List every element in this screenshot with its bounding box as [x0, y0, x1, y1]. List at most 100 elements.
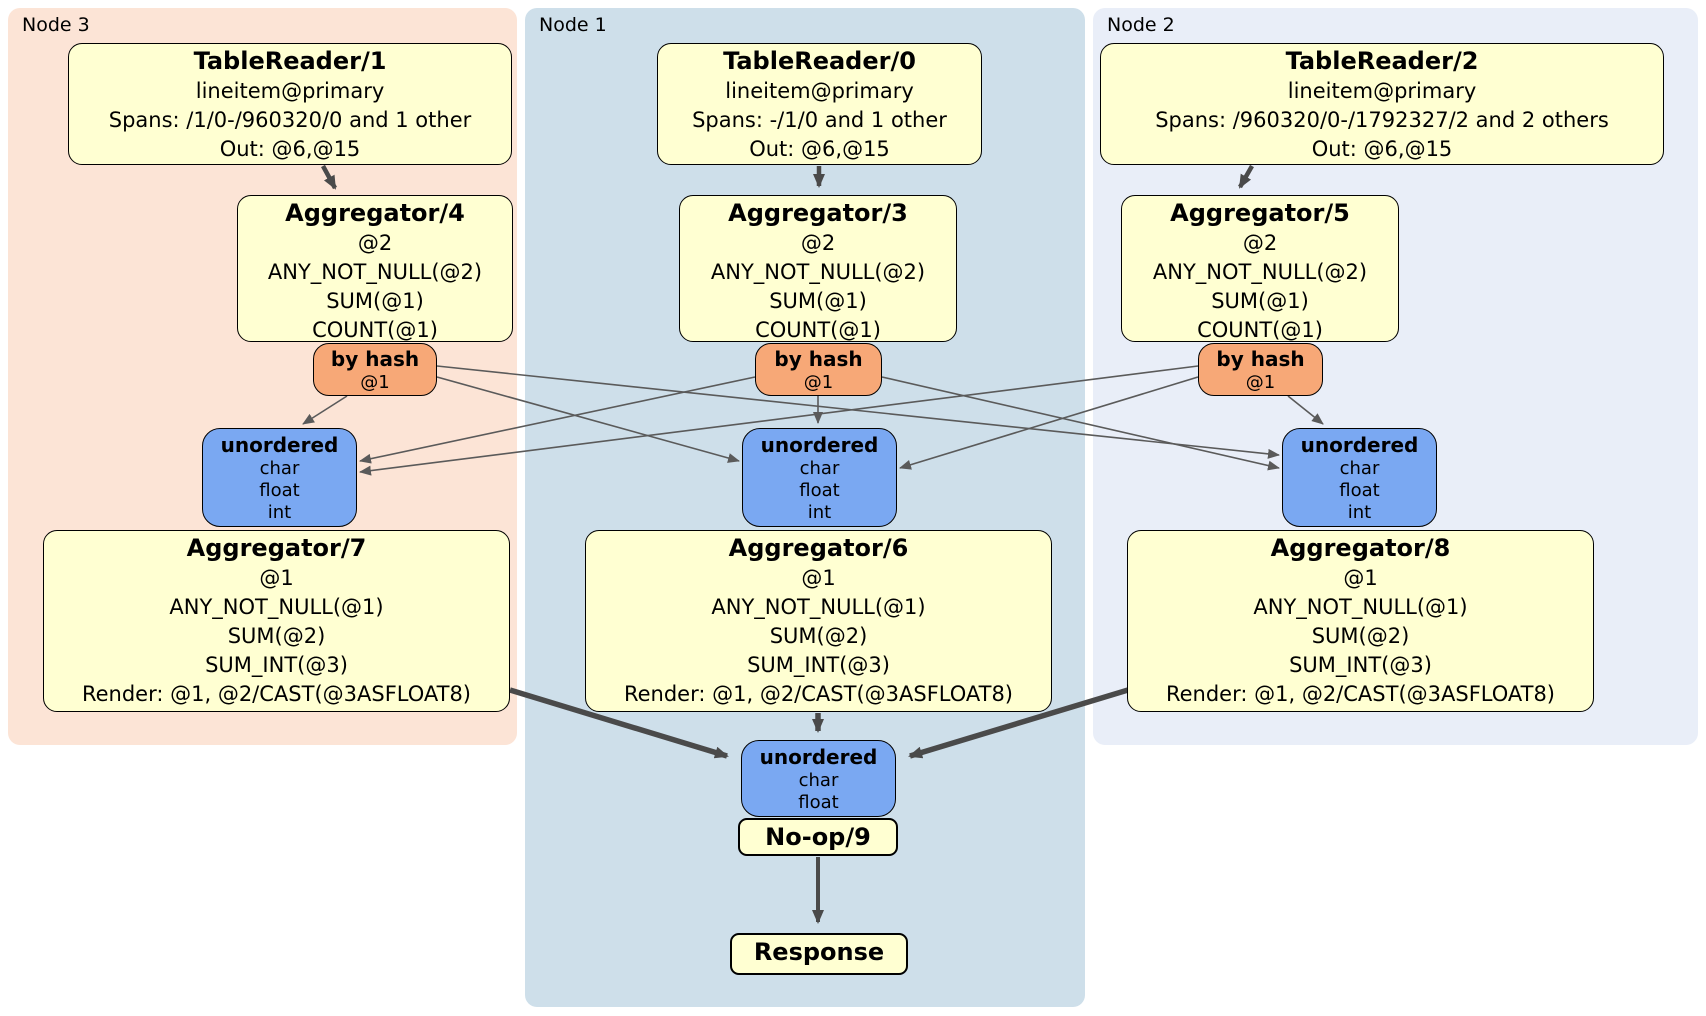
- region-label-node2: Node 2: [1107, 14, 1175, 36]
- edge-hash2-sync1: [899, 376, 1199, 470]
- box-line: char: [1339, 458, 1380, 479]
- sync-title: unordered: [760, 433, 879, 457]
- router-title: by hash: [774, 347, 863, 371]
- edge-hash3-sync2: [436, 365, 1280, 459]
- box-line: Out: @6,@15: [219, 137, 361, 161]
- box-line: float: [259, 480, 300, 501]
- box-line: COUNT(@1): [312, 318, 438, 342]
- processor-title: Aggregator/4: [285, 199, 465, 227]
- box-line: @1: [1245, 372, 1276, 393]
- box-line: COUNT(@1): [1197, 318, 1323, 342]
- box-line: int: [1347, 502, 1372, 523]
- box-line: @1: [801, 566, 836, 590]
- box-line: float: [1339, 480, 1380, 501]
- edge-tablereader2-aggregator5: [1238, 164, 1254, 189]
- box-line: ANY_NOT_NULL(@1): [1253, 595, 1468, 619]
- box-line: @1: [1343, 566, 1378, 590]
- processor-title: Response: [753, 938, 885, 966]
- box-line: lineitem@primary: [1287, 79, 1477, 103]
- box-line: SUM(@2): [227, 624, 326, 648]
- box-line: SUM(@1): [769, 289, 867, 313]
- processor-title: Aggregator/7: [186, 534, 367, 562]
- edge-aggregator8-finalsync: [908, 687, 1129, 759]
- box-line: Render: @1, @2/CAST(@3ASFLOAT8): [81, 682, 472, 706]
- box-line: @2: [1242, 231, 1278, 255]
- edge-hash1-sync2: [881, 376, 1280, 471]
- box-line: lineitem@primary: [725, 79, 914, 103]
- box-line: SUM(@1): [1211, 289, 1309, 313]
- box-line: char: [259, 458, 300, 479]
- router-title: by hash: [330, 347, 420, 371]
- box-line: ANY_NOT_NULL(@2): [1152, 260, 1368, 284]
- box-line: Out: @6,@15: [1311, 137, 1453, 161]
- router-by-hash-node3: by hash @1: [313, 343, 437, 396]
- box-line: @2: [357, 231, 393, 255]
- box-line: Out: @6,@15: [749, 137, 890, 161]
- processor-title: TableReader/1: [193, 47, 387, 75]
- box-line: char: [799, 458, 840, 479]
- processor-response: Response: [730, 933, 908, 975]
- processor-title: Aggregator/3: [728, 199, 908, 227]
- region-label-node3: Node 3: [22, 14, 90, 36]
- box-line: int: [267, 502, 292, 523]
- processor-title: TableReader/2: [1285, 47, 1479, 75]
- edge-hash3-sync1: [436, 376, 740, 463]
- box-line: Spans: /1/0-/960320/0 and 1 other: [108, 108, 472, 132]
- edge-hash3-sync3: [302, 395, 348, 425]
- box-line: lineitem@primary: [195, 79, 385, 103]
- box-line: @1: [803, 372, 834, 393]
- box-line: char: [798, 770, 839, 791]
- processor-title: Aggregator/5: [1170, 199, 1350, 227]
- box-line: Render: @1, @2/CAST(@3ASFLOAT8): [623, 682, 1014, 706]
- box-line: int: [807, 502, 832, 523]
- processor-title: Aggregator/6: [728, 534, 909, 562]
- box-line: Render: @1, @2/CAST(@3ASFLOAT8): [1165, 682, 1556, 706]
- box-line: SUM_INT(@3): [747, 653, 890, 677]
- box-line: @1: [259, 566, 294, 590]
- box-line: float: [799, 480, 840, 501]
- router-by-hash-node1: by hash @1: [755, 343, 882, 396]
- box-line: @1: [360, 372, 390, 393]
- box-line: Spans: /960320/0-/1792327/2 and 2 others: [1155, 108, 1609, 132]
- box-line: SUM(@1): [326, 289, 424, 313]
- processor-title: No-op/9: [765, 823, 871, 851]
- box-line: ANY_NOT_NULL(@1): [169, 595, 384, 619]
- processor-title: Aggregator/8: [1270, 534, 1451, 562]
- box-line: SUM_INT(@3): [205, 653, 348, 677]
- edge-tablereader1-aggregator4: [321, 164, 337, 190]
- region-label-node1: Node 1: [539, 14, 607, 36]
- router-title: by hash: [1216, 347, 1305, 371]
- edge-hash2-sync2: [1287, 395, 1324, 425]
- edge-aggregator7-finalsync: [509, 687, 729, 759]
- edge-hash1-sync3: [359, 376, 756, 464]
- edge-hash2-sync3: [359, 365, 1199, 476]
- processor-title: TableReader/0: [723, 47, 916, 75]
- box-line: Spans: -/1/0 and 1 other: [692, 108, 947, 132]
- box-line: ANY_NOT_NULL(@2): [267, 260, 483, 284]
- sync-title: unordered: [220, 433, 339, 457]
- sync-title: unordered: [759, 745, 878, 769]
- box-line: COUNT(@1): [755, 318, 881, 342]
- box-line: ANY_NOT_NULL(@1): [711, 595, 926, 619]
- box-line: SUM(@2): [769, 624, 868, 648]
- box-line: SUM(@2): [1311, 624, 1410, 648]
- sync-title: unordered: [1300, 433, 1419, 457]
- processor-noop-9: No-op/9: [738, 818, 898, 856]
- box-line: float: [798, 792, 839, 813]
- router-by-hash-node2: by hash @1: [1198, 343, 1323, 396]
- box-line: @2: [800, 231, 836, 255]
